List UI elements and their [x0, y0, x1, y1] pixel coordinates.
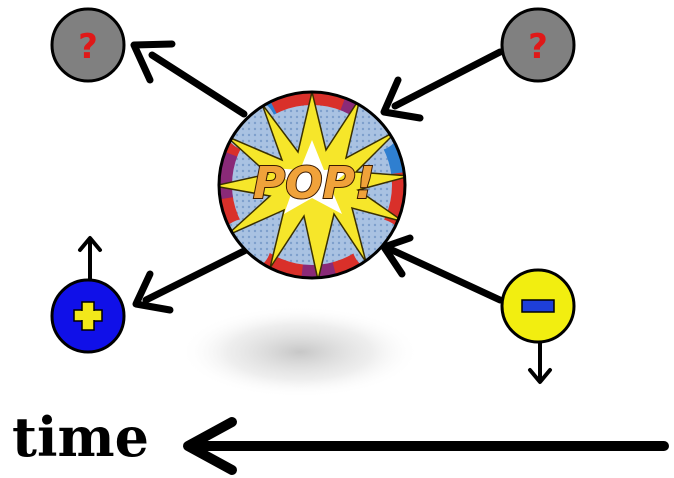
pop-shadow [180, 306, 420, 398]
unknown-particle-top-left: ? [50, 7, 126, 83]
down-arrow-minus [528, 338, 552, 384]
positive-particle [50, 278, 126, 354]
question-mark-icon: ? [528, 27, 548, 67]
question-mark-icon: ? [78, 27, 98, 67]
arrow-bottom-right-to-pop [380, 234, 504, 304]
up-arrow-plus [78, 236, 102, 284]
minus-icon [521, 299, 555, 313]
negative-particle [500, 268, 576, 344]
arrow-pop-to-bottom-left [132, 246, 250, 314]
unknown-particle-top-right: ? [500, 7, 576, 83]
arrow-top-right-to-pop [380, 48, 504, 122]
pop-label: POP! [253, 158, 375, 209]
time-axis-label: time [12, 405, 149, 469]
time-arrow [183, 417, 669, 475]
arrow-pop-to-top-left [130, 40, 248, 118]
